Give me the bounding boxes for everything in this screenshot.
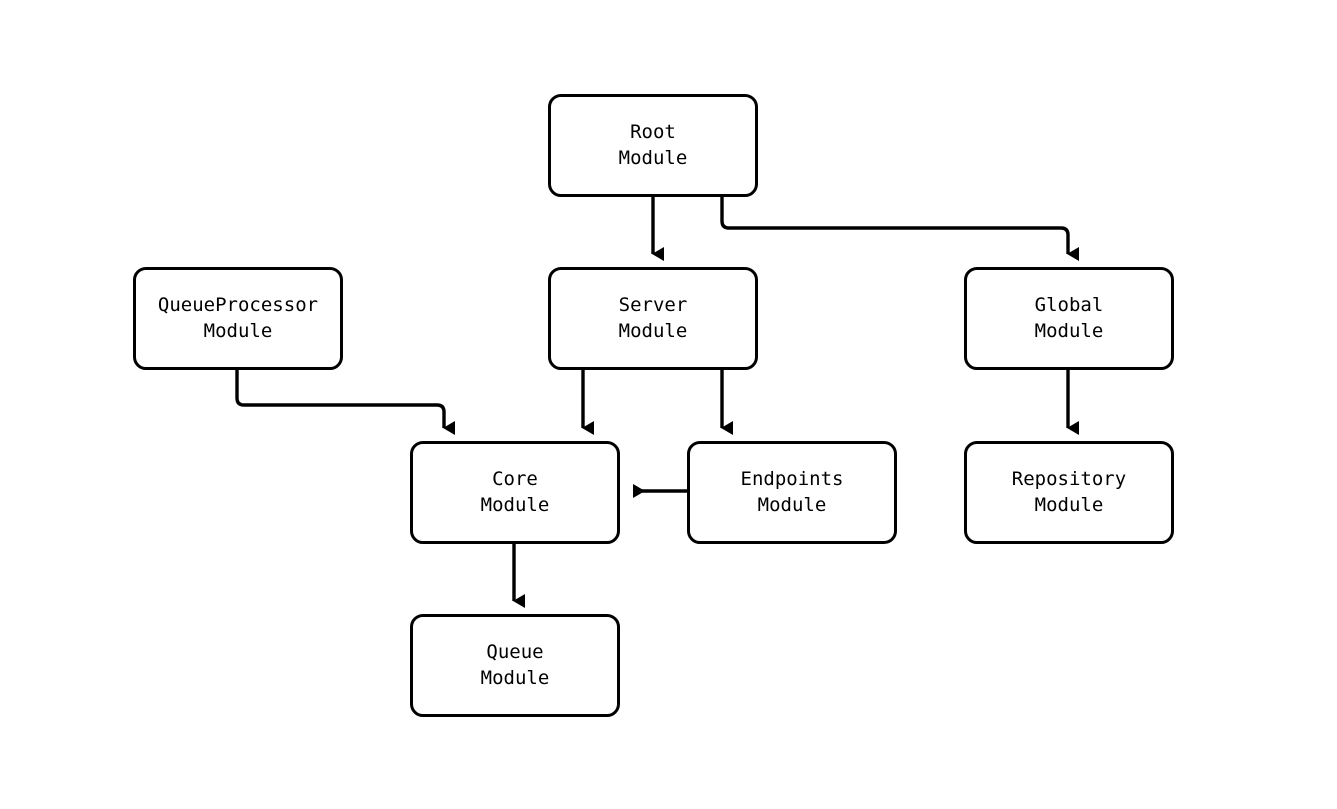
node-root-module-label: Root Module xyxy=(618,121,688,169)
node-server-module[interactable]: Server Module xyxy=(548,267,758,370)
node-queueprocessor-module[interactable]: QueueProcessor Module xyxy=(133,267,343,370)
node-endpoints-module[interactable]: Endpoints Module xyxy=(687,441,897,544)
node-repository-module[interactable]: Repository Module xyxy=(964,441,1174,544)
node-queue-module-label: Queue Module xyxy=(480,641,550,689)
node-queue-module[interactable]: Queue Module xyxy=(410,614,620,717)
node-global-module[interactable]: Global Module xyxy=(964,267,1174,370)
node-root-module[interactable]: Root Module xyxy=(548,94,758,197)
edge-queueprocessor-to-core xyxy=(235,370,455,435)
node-global-module-label: Global Module xyxy=(1034,294,1104,342)
edge-root-to-global xyxy=(720,197,1079,261)
node-repository-module-label: Repository Module xyxy=(1011,468,1127,516)
node-server-module-label: Server Module xyxy=(618,294,688,342)
node-core-module[interactable]: Core Module xyxy=(410,441,620,544)
node-endpoints-module-label: Endpoints Module xyxy=(740,468,844,516)
node-queueprocessor-module-label: QueueProcessor Module xyxy=(157,294,319,342)
node-core-module-label: Core Module xyxy=(480,468,550,516)
